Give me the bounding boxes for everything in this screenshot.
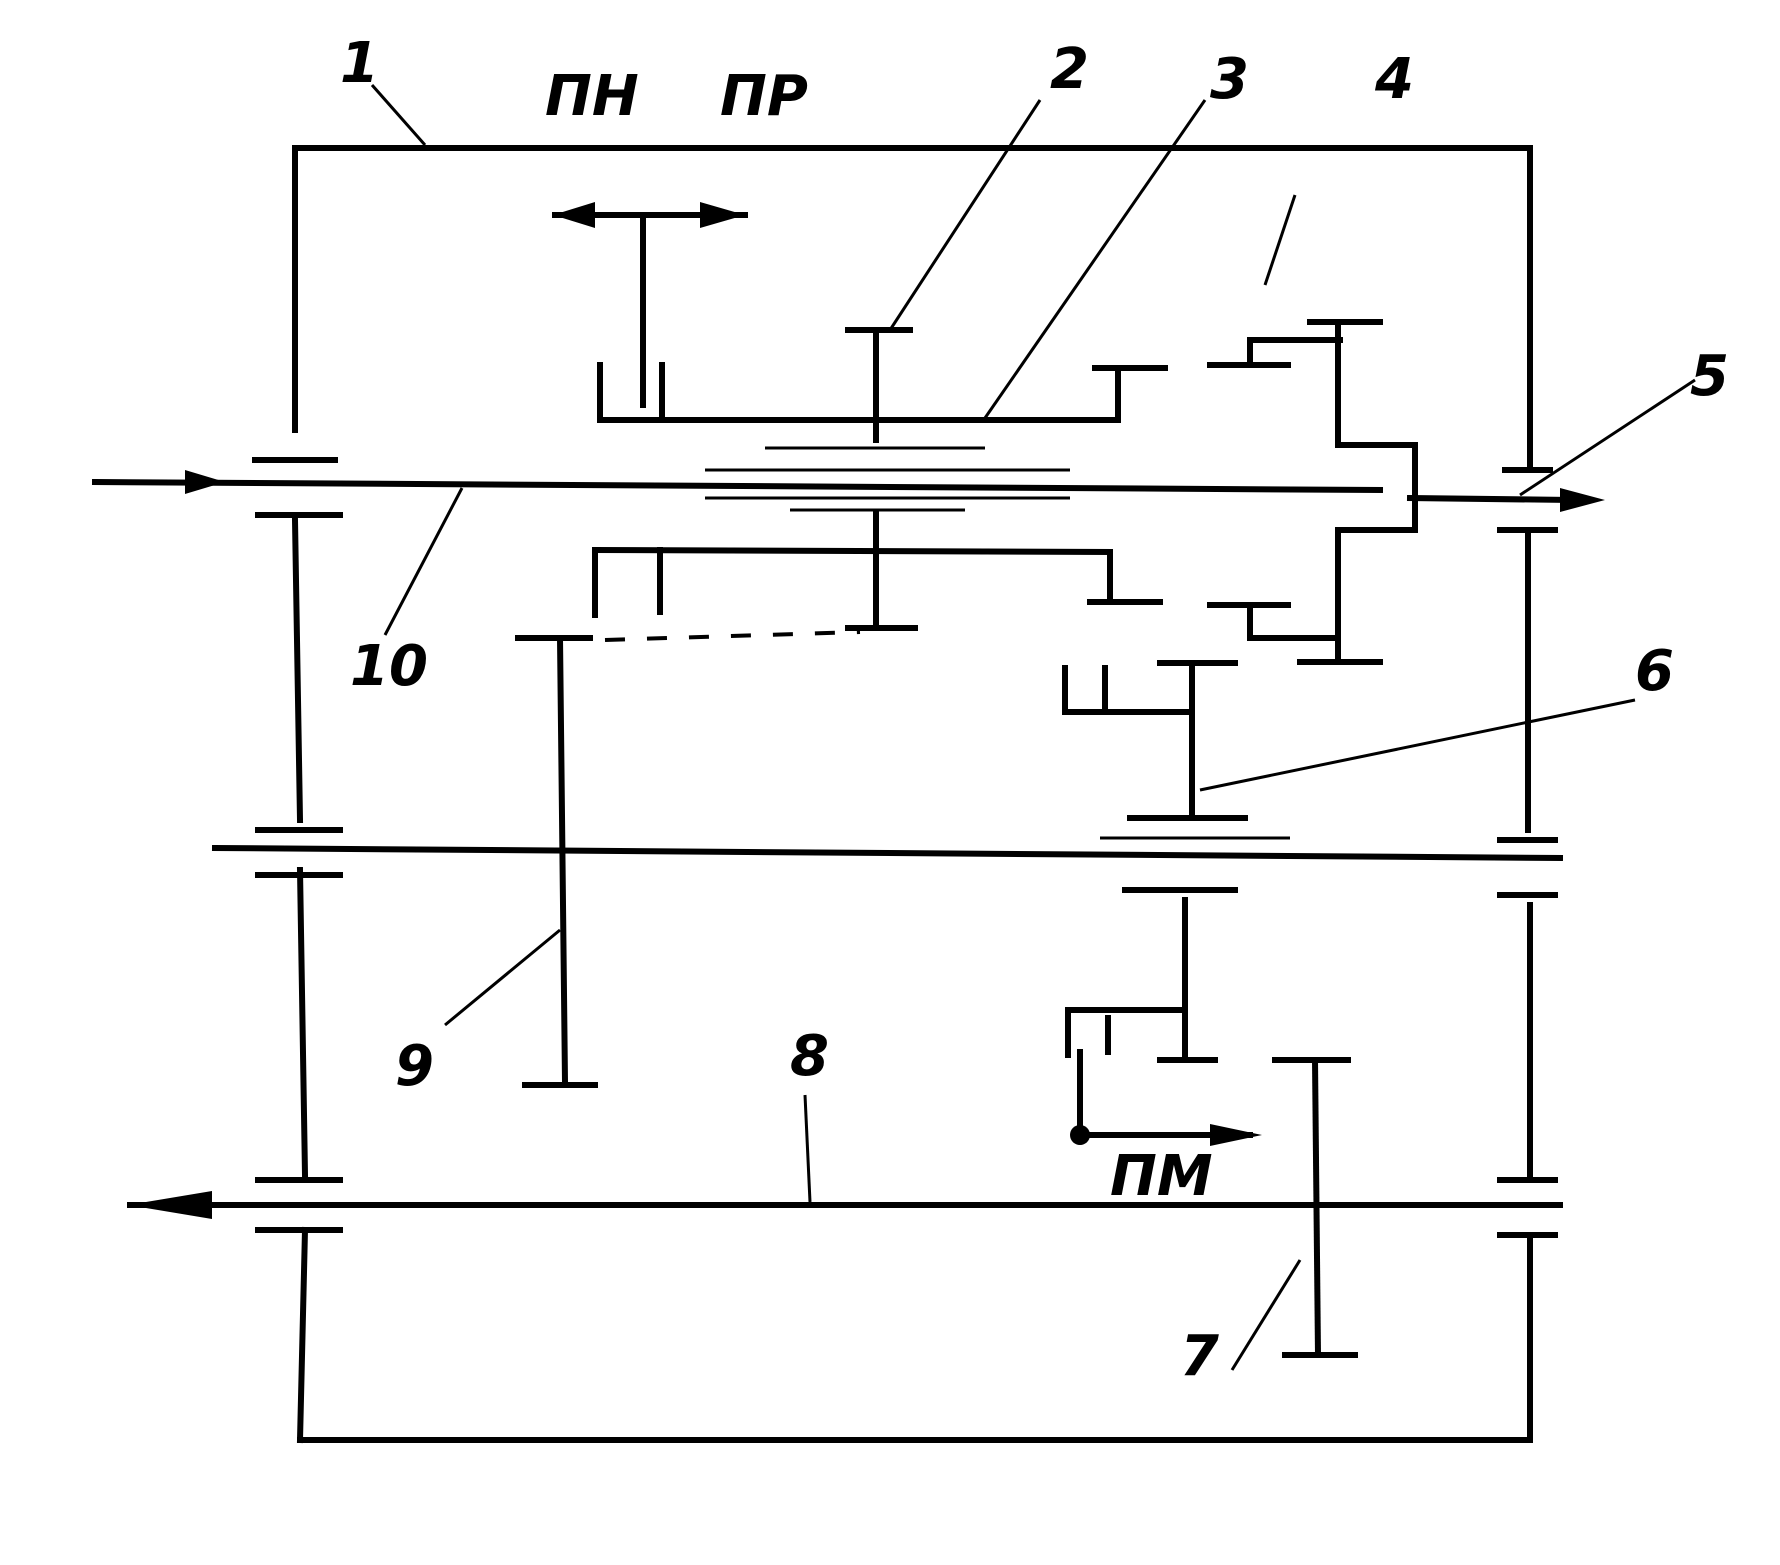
output-shaft: [1406, 488, 1605, 512]
lower-output-shaft: [127, 1191, 1563, 1219]
label-8: 8: [790, 1024, 829, 1089]
input-arrow-icon: [185, 470, 225, 494]
clutch-right-arrow-icon: [700, 202, 745, 228]
label-10: 10: [350, 634, 428, 699]
gear-9: [515, 634, 598, 1088]
label-3: 3: [1210, 47, 1249, 112]
label-5: 5: [1690, 344, 1729, 409]
label-pr: ПР: [720, 64, 808, 129]
gear-6: [1062, 660, 1290, 1063]
output-arrow-icon: [1560, 488, 1605, 512]
label-2: 2: [1050, 37, 1089, 102]
label-6: 6: [1635, 639, 1674, 704]
housing: [291, 145, 1533, 1444]
gear-7: [1272, 1056, 1358, 1359]
input-shaft: [91, 470, 1384, 494]
lower-output-arrow-icon: [128, 1191, 212, 1219]
label-9: 9: [395, 1034, 434, 1099]
intermediate-shaft: [211, 844, 1564, 862]
bearings: [252, 457, 1558, 1238]
gear-2: [845, 327, 913, 443]
sleeve-lower: [591, 509, 1163, 642]
label-pn: ПН: [545, 64, 639, 129]
carrier-4: [1207, 319, 1418, 665]
fork-arrow-icon: [1210, 1124, 1262, 1146]
reversing-clutch: [552, 202, 1168, 423]
label-pm: ПМ: [1110, 1144, 1213, 1209]
labels: 1 ПН ПР 2 3 4 5 6 7 8 9 10 ПМ: [340, 31, 1729, 1389]
shift-fork-pm: [1070, 1049, 1262, 1146]
label-1: 1: [340, 31, 379, 96]
clutch-left-arrow-icon: [553, 202, 595, 228]
label-7: 7: [1180, 1324, 1219, 1389]
hollow-sleeve: [705, 446, 1070, 512]
leader-lines: [370, 84, 1696, 1371]
label-4: 4: [1374, 47, 1414, 112]
